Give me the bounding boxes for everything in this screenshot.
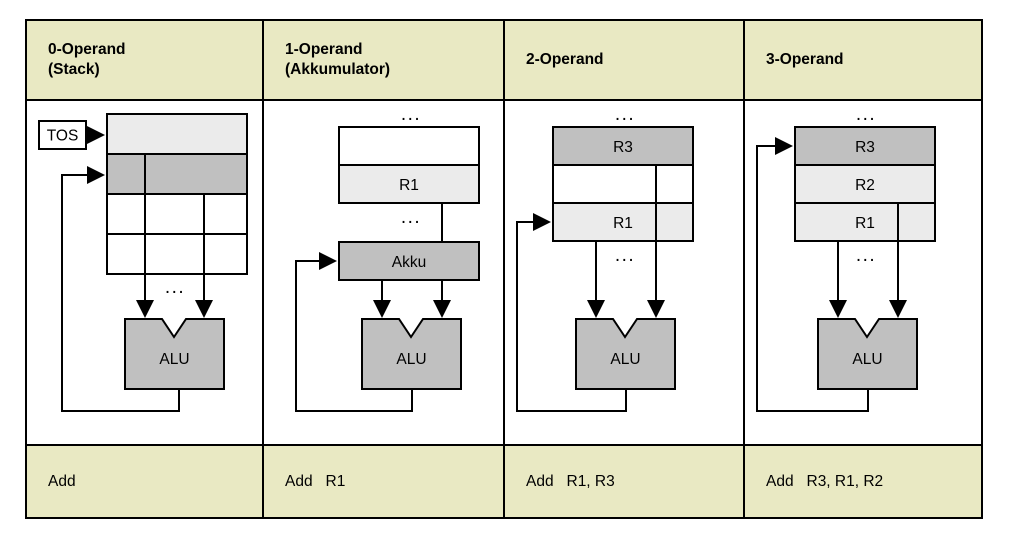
header-cell-3-operand: 3-Operand	[745, 21, 981, 101]
regfile-ellipsis-bottom: ...	[615, 245, 635, 266]
header-cell-2-operand: 2-Operand	[505, 21, 745, 101]
instruction-label-1-operand: Add R1	[285, 472, 346, 490]
accumulator-machine-diagram: ... R1 ... Akku	[264, 101, 503, 444]
diagram-cell-0-operand: TOS ... ALU	[27, 101, 264, 444]
header-cell-1-operand: 1-Operand (Akkumulator)	[264, 21, 505, 101]
register-row-r3	[794, 126, 936, 166]
footer-cell-0-operand: Add	[27, 444, 264, 517]
stack-machine-diagram: TOS ... ALU	[27, 101, 262, 444]
alu-shape	[817, 318, 918, 390]
writeback-path	[756, 137, 869, 412]
alu-label: ALU	[852, 351, 882, 368]
regfile-ellipsis-top: ...	[401, 104, 421, 125]
register-label-r2: R2	[855, 177, 875, 194]
header-cell-0-operand: 0-Operand (Stack)	[27, 21, 264, 101]
stack-row-second	[106, 153, 248, 195]
diagram-cell-2-operand: ... R3 R1 ... ALU	[505, 101, 745, 444]
register-row-blank	[338, 126, 480, 166]
instruction-label-3-operand: Add R3, R1, R2	[766, 472, 884, 490]
stack-row-fourth	[106, 233, 248, 275]
register-row-r1	[794, 202, 936, 242]
table-header-row: 0-Operand (Stack) 1-Operand (Akkumulator…	[27, 21, 981, 101]
writeback-path	[516, 213, 627, 412]
operand-comparison-table: 0-Operand (Stack) 1-Operand (Akkumulator…	[25, 19, 983, 519]
register-row-r1	[338, 164, 480, 204]
accumulator-label: Akku	[392, 254, 426, 271]
tos-label: TOS	[47, 128, 79, 145]
regfile-ellipsis-bottom: ...	[856, 245, 876, 266]
accumulator-box	[338, 241, 480, 281]
alu-shape	[124, 318, 225, 390]
tos-box	[38, 120, 87, 150]
regfile-ellipsis-top: ...	[615, 104, 635, 125]
footer-cell-2-operand: Add R1, R3	[505, 444, 745, 517]
register-label-r1: R1	[855, 215, 875, 232]
header-label-2-operand: 2-Operand	[526, 50, 604, 68]
register-label-r1: R1	[399, 177, 419, 194]
stack-row-top	[106, 113, 248, 155]
footer-cell-1-operand: Add R1	[264, 444, 505, 517]
writeback-path	[295, 252, 413, 412]
alu-label: ALU	[610, 351, 640, 368]
alu-label: ALU	[396, 351, 426, 368]
stack-ellipsis: ...	[165, 277, 185, 298]
regfile-ellipsis-bottom: ...	[401, 207, 421, 228]
alu-shape	[575, 318, 676, 390]
three-operand-machine-diagram: ... R3 R2 R1 ...	[745, 101, 981, 444]
writeback-path	[61, 166, 180, 412]
header-label-0-operand: 0-Operand (Stack)	[48, 40, 126, 78]
header-label-1-operand: 1-Operand (Akkumulator)	[285, 40, 391, 78]
register-label-r3: R3	[613, 139, 633, 156]
alu-label: ALU	[159, 351, 189, 368]
header-label-3-operand: 3-Operand	[766, 50, 844, 68]
diagram-cell-1-operand: ... R1 ... Akku	[264, 101, 505, 444]
table-footer-row: Add Add R1 Add R1, R3 Add R3, R1, R2	[27, 444, 981, 517]
regfile-ellipsis-top: ...	[856, 104, 876, 125]
register-row-r2	[794, 164, 936, 204]
instruction-label-2-operand: Add R1, R3	[526, 472, 615, 490]
footer-cell-3-operand: Add R3, R1, R2	[745, 444, 981, 517]
register-label-r1: R1	[613, 215, 633, 232]
table-diagram-row: TOS ... ALU	[27, 101, 981, 444]
instruction-label-0-operand: Add	[48, 472, 76, 490]
diagram-cell-3-operand: ... R3 R2 R1 ...	[745, 101, 981, 444]
stack-row-third	[106, 193, 248, 235]
register-row-r1	[552, 202, 694, 242]
two-operand-machine-diagram: ... R3 R1 ... ALU	[505, 101, 743, 444]
register-row-blank	[552, 164, 694, 204]
register-label-r3: R3	[855, 139, 875, 156]
alu-shape	[361, 318, 462, 390]
